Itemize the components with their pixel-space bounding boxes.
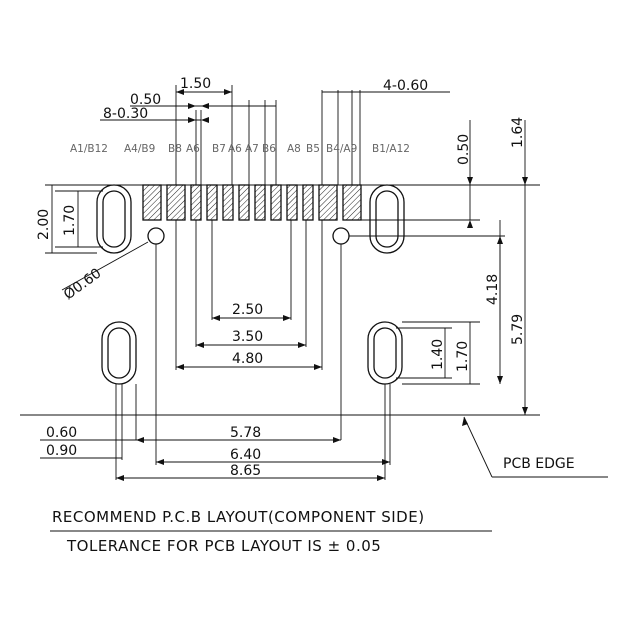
- dim-6-40: 6.40: [230, 447, 261, 463]
- slot-top-left: [96, 184, 132, 254]
- slot-bottom-right: [367, 321, 403, 385]
- dim-3-50: 3.50: [232, 329, 263, 345]
- pad-b4-a9: [318, 184, 338, 221]
- dim-0-50-top: 0.50: [130, 92, 161, 108]
- pad-a6b: [238, 184, 250, 221]
- dim-1-70-left: 1.70: [62, 205, 78, 236]
- pin-label-b8: B8: [168, 143, 182, 155]
- pin-label-a4-b9: A4/B9: [124, 143, 155, 155]
- pad-b7: [222, 184, 234, 221]
- dim-1-70-right: 1.70: [455, 341, 471, 372]
- dim-0-50-right: 0.50: [456, 134, 472, 165]
- pin-label-b7: B7: [212, 143, 226, 155]
- pad-b6: [270, 184, 282, 221]
- pad-a7: [254, 184, 266, 221]
- dim-1-64: 1.64: [510, 117, 526, 148]
- dim-4-80: 4.80: [232, 351, 263, 367]
- dim-0-60-bottom: 0.60: [46, 425, 77, 441]
- dim-2-00: 2.00: [36, 209, 52, 240]
- dim-4-18: 4.18: [485, 274, 501, 305]
- slot-top-left-inner: [102, 190, 126, 248]
- dim-0-90: 0.90: [46, 443, 77, 459]
- pin-label-b1-a12: B1/A12: [372, 143, 410, 155]
- dim-4x0-60: 4-0.60: [383, 78, 428, 94]
- note-tolerance: TOLERANCE FOR PCB LAYOUT IS ± 0.05: [66, 537, 381, 555]
- pad-b8: [190, 184, 202, 221]
- pin-label-a6b: A6: [228, 143, 242, 155]
- hole-left: [147, 227, 165, 245]
- dimension-values: 1.50 0.50 8-0.30 4-0.60 0.50 1.64 2.00 1…: [36, 76, 526, 479]
- pin-label-a8: A8: [287, 143, 301, 155]
- pin-label-b4-a9: B4/A9: [326, 143, 357, 155]
- signal-pads: [142, 184, 362, 221]
- dim-1-40: 1.40: [430, 339, 446, 370]
- notes: RECOMMEND P.C.B LAYOUT(COMPONENT SIDE) T…: [50, 508, 492, 555]
- slot-top-right-inner: [375, 190, 399, 248]
- dim-2-50: 2.50: [232, 302, 263, 318]
- dim-1-50: 1.50: [180, 76, 211, 92]
- pin-label-a6: A6: [186, 143, 200, 155]
- dim-phi-0-60: Ø0.60: [61, 265, 105, 303]
- slot-bottom-left: [101, 321, 137, 385]
- pad-b5: [302, 184, 314, 221]
- pad-a8: [286, 184, 298, 221]
- pad-a4-b9: [166, 184, 186, 221]
- dim-8-65: 8.65: [230, 463, 261, 479]
- pin-label-a1-b12: A1/B12: [70, 143, 108, 155]
- pin-labels: A1/B12 A4/B9 B8 A6 B7 A6 A7 B6 A8 B5 B4/…: [70, 143, 410, 155]
- dim-5-79: 5.79: [510, 314, 526, 345]
- note-recommend-layout: RECOMMEND P.C.B LAYOUT(COMPONENT SIDE): [52, 508, 425, 526]
- pad-a6: [206, 184, 218, 221]
- pin-label-b6: B6: [262, 143, 276, 155]
- pin-label-b5: B5: [306, 143, 320, 155]
- slot-bottom-left-inner: [107, 327, 131, 379]
- pin-label-a7: A7: [245, 143, 259, 155]
- pcb-edge-label: PCB EDGE: [503, 456, 575, 472]
- slot-holes: [96, 184, 405, 385]
- slot-top-right: [369, 184, 405, 254]
- round-holes: [147, 227, 350, 245]
- hole-right: [332, 227, 350, 245]
- arrowheads: [116, 89, 528, 481]
- slot-bottom-right-inner: [373, 327, 397, 379]
- dim-8x0-30: 8-0.30: [103, 106, 148, 122]
- dim-5-78: 5.78: [230, 425, 261, 441]
- pad-a1-b12: [142, 184, 162, 221]
- pad-b1-a12: [342, 184, 362, 221]
